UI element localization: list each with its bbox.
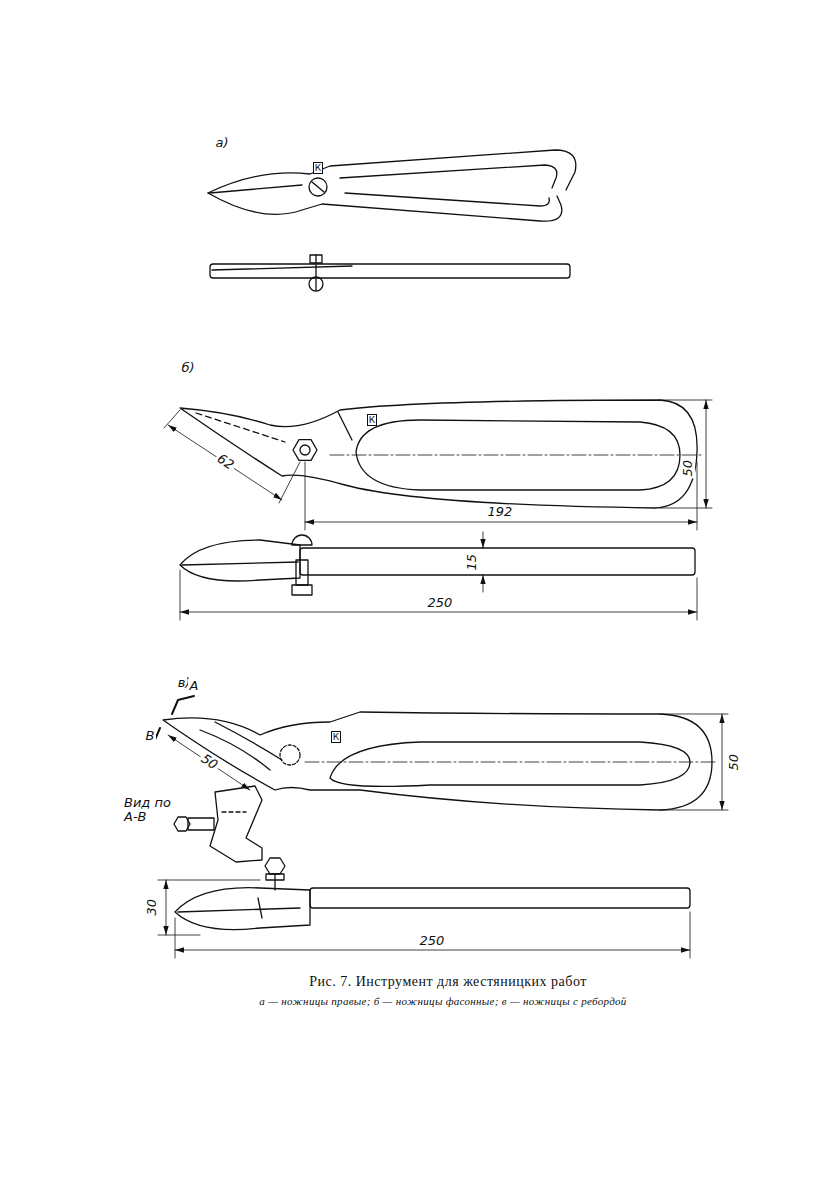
figure-letter: б) <box>179 361 196 375</box>
dimension-value: 250 <box>426 596 455 610</box>
dimension-value: 50 <box>196 750 221 773</box>
dimension-value: 192 <box>486 505 515 519</box>
dimension-lines <box>164 400 712 530</box>
section-letter: А <box>188 679 201 693</box>
maker-mark: К <box>367 414 377 426</box>
dimension-value: 50 <box>681 458 695 479</box>
figure-letter: а) <box>213 136 230 150</box>
dimension-value: 250 <box>418 934 447 948</box>
right-shears-top-view <box>208 150 576 221</box>
section-letter: В <box>144 729 157 743</box>
dimension-value: 15 <box>465 552 479 573</box>
dimension-lines <box>158 880 690 958</box>
dimension-value: 62 <box>212 450 237 473</box>
right-shears-side-view <box>210 255 570 291</box>
caption-legend: а — ножницы правые; б — ножницы фасонные… <box>257 995 628 1007</box>
flanged-shears-side-view <box>175 858 690 930</box>
maker-mark: К <box>313 162 323 174</box>
flanged-shears-top-view <box>154 696 716 810</box>
figure-caption: Рис. 7. Инструмент для жестяницких работ <box>309 974 587 990</box>
maker-mark: К <box>331 731 341 743</box>
dimension-lines <box>168 714 728 810</box>
shaped-shears-top-view <box>180 400 704 508</box>
dimension-value: 30 <box>145 897 159 918</box>
dimension-value: 50 <box>727 752 741 773</box>
view-note: Вид по А-В <box>122 796 178 825</box>
dimension-lines <box>180 532 697 620</box>
shaped-shears-side-view <box>180 535 695 595</box>
section-view <box>174 786 262 862</box>
